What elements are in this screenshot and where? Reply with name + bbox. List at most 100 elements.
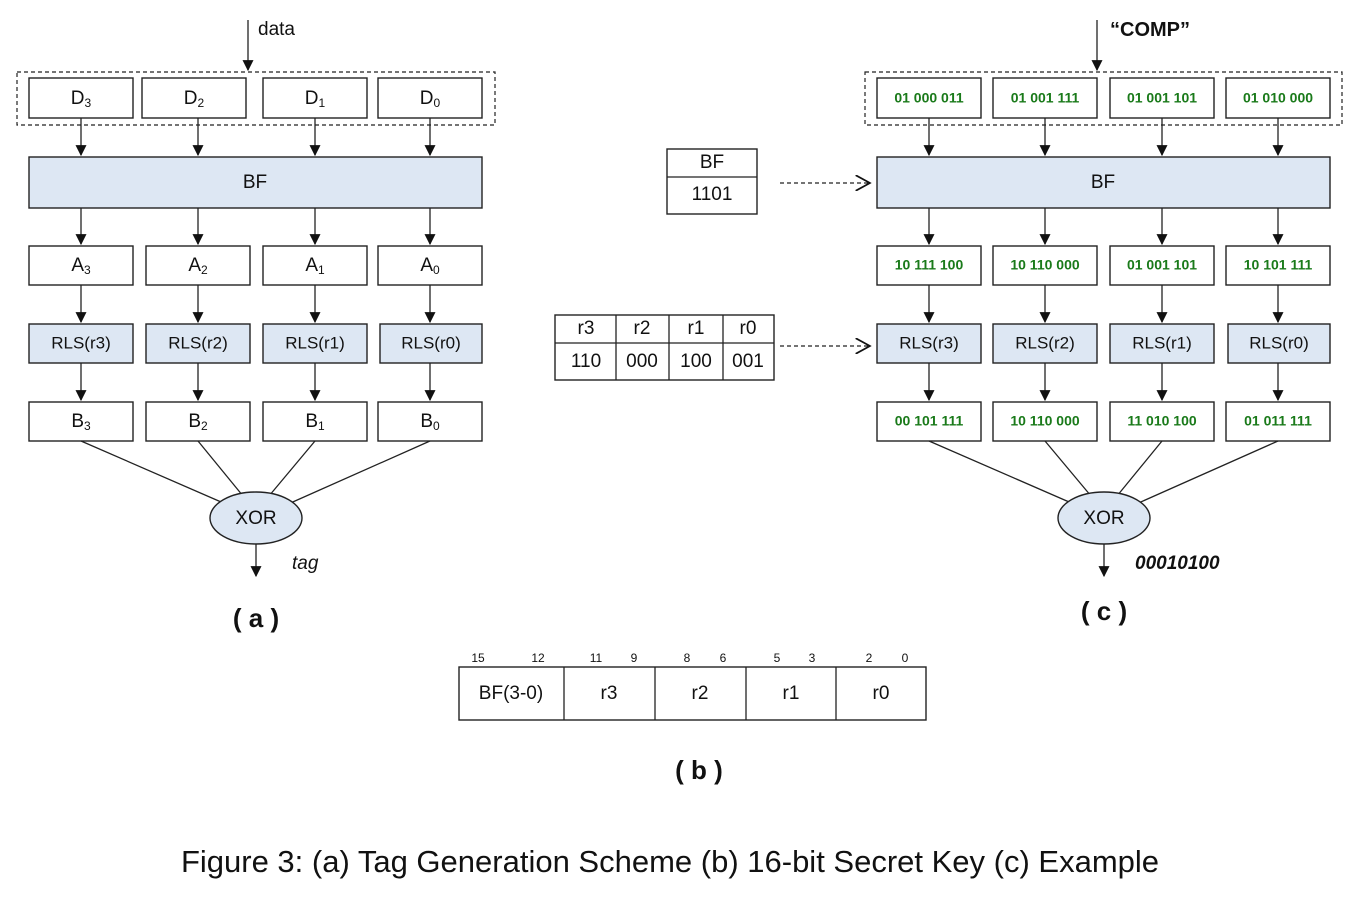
key-field-r2: r2	[692, 683, 709, 704]
bf-key-header: BF	[700, 152, 724, 173]
bit-label-6: 6	[720, 651, 727, 665]
b-box-b2	[145, 401, 251, 442]
b-box-b2-label: B2	[188, 411, 208, 433]
panel-b: 15 12 11 9 8 6 5 3 2 0 BF(3-0) r3 r2 r1 …	[458, 651, 927, 785]
c-rls-box-r0	[1227, 323, 1331, 364]
a-box-a3	[28, 245, 134, 286]
data-input-label: data	[258, 19, 295, 40]
comp-data-box-3	[1225, 77, 1331, 119]
panel-a: data D3 D2 D1 D0 BF A3 A2 A1 A0	[16, 19, 496, 633]
bit-label-8: 8	[684, 651, 691, 665]
comp-data-value-2: 01 001 101	[1127, 90, 1197, 106]
rls-box-r3-label: RLS(r3)	[51, 333, 111, 352]
key-field-r3: r3	[601, 683, 618, 704]
a-box-a2	[145, 245, 251, 286]
bit-label-9: 9	[631, 651, 638, 665]
caption-c: ( c )	[1081, 596, 1127, 626]
tag-output-label: tag	[292, 553, 319, 574]
comp-data-value-3: 01 010 000	[1243, 90, 1313, 106]
data-box-d3-label: D3	[71, 88, 92, 110]
c-after-rls-box-1	[992, 401, 1098, 442]
data-box-d1-label: D1	[305, 88, 326, 110]
data-group-dashed-border	[16, 71, 496, 126]
line-c-o3-xor	[1133, 440, 1279, 506]
data-box-d1	[262, 77, 368, 119]
caption-b: ( b )	[675, 755, 723, 785]
c-after-rls-value-3: 01 011 111	[1244, 413, 1312, 429]
bit-label-3: 3	[809, 651, 816, 665]
bit-label-12: 12	[531, 651, 545, 665]
comp-data-box-0	[876, 77, 982, 119]
bf-block	[28, 156, 483, 209]
c-after-bf-value-0: 10 111 100	[895, 257, 964, 273]
c-after-rls-box-0	[876, 401, 982, 442]
r-key-value-r0: 001	[732, 351, 764, 372]
c-rls-box-r0-label: RLS(r0)	[1249, 333, 1309, 352]
a-box-a1-label: A1	[305, 255, 325, 277]
comp-data-value-0: 01 000 011	[894, 90, 964, 106]
b-box-b0	[377, 401, 483, 442]
a-box-a0	[377, 245, 483, 286]
r-key-header-r0: r0	[740, 318, 757, 339]
c-after-bf-box-2	[1109, 245, 1215, 286]
bf-key-value: 1101	[692, 184, 733, 205]
key-field-bf: BF(3-0)	[479, 683, 543, 704]
panel-c: “COMP” 01 000 011 01 001 111 01 001 101 …	[554, 19, 1343, 626]
bit-label-2: 2	[866, 651, 873, 665]
r-key-header-r3: r3	[578, 318, 595, 339]
c-after-bf-box-3	[1225, 245, 1331, 286]
comp-input-label: “COMP”	[1110, 19, 1190, 41]
line-b2-xor	[197, 440, 244, 497]
data-box-d0	[377, 77, 483, 119]
bit-label-11: 11	[590, 651, 603, 665]
line-b3-xor	[80, 440, 229, 506]
c-rls-box-r1	[1109, 323, 1215, 364]
bit-label-15: 15	[471, 651, 485, 665]
key-register	[458, 666, 927, 721]
comp-group-dashed-border	[864, 71, 1343, 126]
c-output-value: 00010100	[1135, 553, 1220, 574]
rls-box-r1-label: RLS(r1)	[285, 333, 345, 352]
r-key-header-r1: r1	[688, 318, 705, 339]
line-b1-xor	[268, 440, 316, 497]
r-key-value-r2: 000	[626, 351, 658, 372]
c-after-rls-value-2: 11 010 100	[1127, 413, 1197, 429]
bit-label-0: 0	[902, 651, 909, 665]
c-rls-box-r2-label: RLS(r2)	[1015, 333, 1075, 352]
data-box-d2	[141, 77, 247, 119]
b-box-b0-label: B0	[420, 411, 440, 433]
c-bf-block-label: BF	[1091, 172, 1115, 193]
b-box-b3	[28, 401, 134, 442]
c-after-bf-box-1	[992, 245, 1098, 286]
key-field-r1: r1	[783, 683, 800, 704]
c-rls-box-r3	[876, 323, 982, 364]
c-after-rls-value-1: 10 110 000	[1010, 413, 1080, 429]
bit-label-5: 5	[774, 651, 781, 665]
c-rls-box-r3-label: RLS(r3)	[899, 333, 959, 352]
data-box-d3	[28, 77, 134, 119]
c-after-bf-value-1: 10 110 000	[1010, 257, 1080, 273]
key-field-r0: r0	[873, 683, 890, 704]
line-c-o1-xor	[1044, 440, 1092, 497]
c-after-bf-box-0	[876, 245, 982, 286]
b-box-b1-label: B1	[305, 411, 325, 433]
a-box-a1	[262, 245, 368, 286]
bf-key-table	[666, 148, 758, 215]
comp-data-value-1: 01 001 111	[1011, 90, 1080, 106]
rls-box-r0-label: RLS(r0)	[401, 333, 461, 352]
c-bf-block	[876, 156, 1331, 209]
a-box-a3-label: A3	[71, 255, 91, 277]
r-key-value-r3: 110	[571, 351, 601, 372]
line-c-o0-xor	[928, 440, 1077, 506]
c-after-bf-value-2: 01 001 101	[1127, 257, 1197, 273]
a-box-a2-label: A2	[188, 255, 208, 277]
rls-box-r2	[145, 323, 251, 364]
rls-box-r2-label: RLS(r2)	[168, 333, 228, 352]
comp-data-box-2	[1109, 77, 1215, 119]
caption-a: ( a )	[233, 603, 279, 633]
c-xor-node-label: XOR	[1083, 508, 1124, 529]
b-box-b3-label: B3	[71, 411, 91, 433]
c-after-bf-value-3: 10 101 111	[1244, 257, 1313, 273]
a-box-a0-label: A0	[420, 255, 440, 277]
rls-box-r0	[379, 323, 483, 364]
